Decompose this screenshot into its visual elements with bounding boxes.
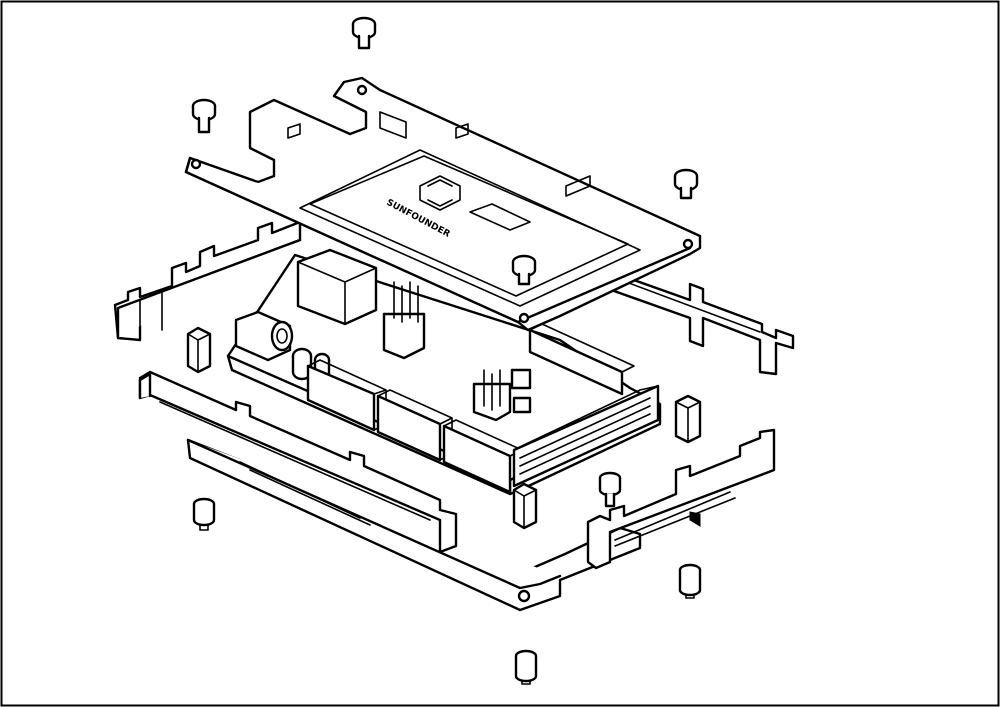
standoff-right xyxy=(674,394,702,444)
circuit-board xyxy=(226,248,662,496)
usb-port xyxy=(296,248,378,326)
screw-icon xyxy=(598,471,622,508)
standoff-left xyxy=(186,326,212,374)
screw-icon xyxy=(514,649,538,685)
base-plate xyxy=(186,438,642,612)
sunfounder-logo-icon xyxy=(419,175,461,211)
screw-icon xyxy=(511,254,537,286)
screw-icon xyxy=(191,98,217,134)
screw-icon xyxy=(351,16,377,50)
screw-icon xyxy=(192,497,216,531)
base-hole xyxy=(517,589,531,603)
front-long-wall xyxy=(138,370,458,554)
right-side-wall xyxy=(598,266,795,376)
header-far-right xyxy=(512,384,660,488)
icsp-header-bottom xyxy=(472,368,532,422)
left-side-wall xyxy=(113,220,302,342)
standoff-front xyxy=(512,482,538,530)
front-short-wall xyxy=(586,428,776,570)
icsp-header-top xyxy=(382,281,426,360)
top-plate: SUNFOUNDER xyxy=(184,76,702,332)
screw-icon xyxy=(673,168,699,200)
screw-icon xyxy=(678,563,702,599)
